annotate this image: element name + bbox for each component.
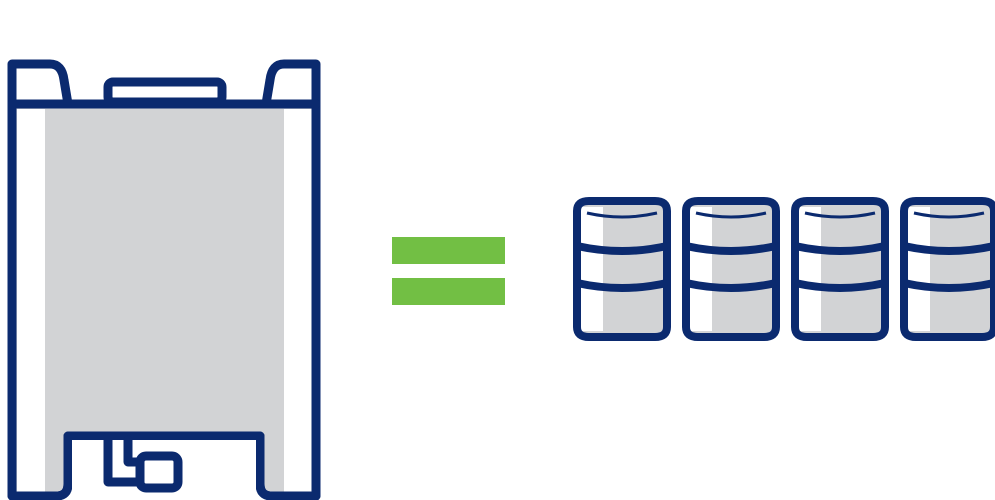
barrel-rim xyxy=(913,211,985,219)
barrel-outline xyxy=(573,197,671,341)
barrel-highlight xyxy=(690,207,712,331)
tote-body-outline xyxy=(7,99,321,500)
equals-icon xyxy=(392,237,505,305)
barrel-outline xyxy=(682,197,780,341)
barrel-outline xyxy=(900,197,995,341)
barrel-icon xyxy=(573,197,671,341)
barrel-hoop-lower xyxy=(576,279,668,292)
barrel-hoop-upper xyxy=(685,242,777,255)
barrel-hoop-lower xyxy=(685,279,777,292)
ibc-tote-icon xyxy=(7,59,321,500)
equals-bar-top xyxy=(392,237,505,264)
tote-lid xyxy=(103,77,227,107)
barrel-hoop-upper xyxy=(576,242,668,255)
barrel-hoop-lower xyxy=(794,279,886,292)
barrel-outline xyxy=(791,197,889,341)
equals-bar-bottom xyxy=(392,278,505,305)
tote-handle-left xyxy=(7,59,73,109)
barrel-icon xyxy=(791,197,889,341)
tote-highlight-right xyxy=(284,109,312,492)
barrel-highlight xyxy=(581,207,603,331)
barrel-hoop-lower xyxy=(903,279,995,292)
barrel-rim xyxy=(586,211,658,219)
barrel-rim xyxy=(804,211,876,219)
barrel-hoop-upper xyxy=(794,242,886,255)
tote-valve-spout xyxy=(135,451,183,493)
barrel-group xyxy=(573,197,995,341)
tote-valve xyxy=(103,431,145,487)
barrel-icon xyxy=(900,197,995,341)
tote-handle-right xyxy=(261,59,321,109)
barrel-hoop-upper xyxy=(903,242,995,255)
barrel-icon xyxy=(682,197,780,341)
barrel-highlight xyxy=(908,207,930,331)
barrel-rim xyxy=(695,211,767,219)
tote-highlight-left xyxy=(17,109,45,492)
barrel-highlight xyxy=(799,207,821,331)
